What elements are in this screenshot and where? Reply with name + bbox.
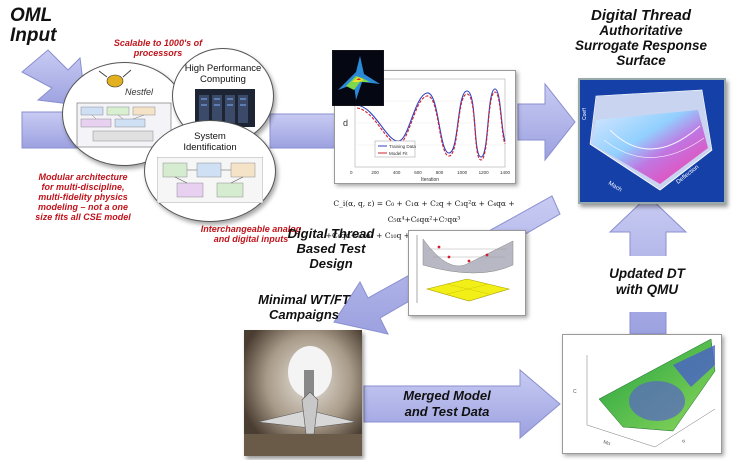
graph-xtick: 1000 <box>457 170 468 175</box>
merged-surface-plot: C Mα α <box>562 334 722 454</box>
wind-tunnel-photo <box>244 330 362 456</box>
merged-surface-svg: C Mα α <box>573 338 716 447</box>
wind-tunnel-svg <box>244 330 362 456</box>
graph-xlabel: Iteration <box>421 177 439 183</box>
architecture-diagram: Nestfel <box>76 69 172 148</box>
legend-training: Training Data <box>389 144 416 149</box>
merged-data-label: Merged Model and Test Data <box>403 388 491 419</box>
svg-text:α: α <box>681 438 687 445</box>
graph-xtick: 1400 <box>500 170 511 175</box>
nestfel-logo-text: Nestfel <box>125 87 154 97</box>
training-graph: d 0 200 400 600 800 1000 1200 1400 Iteration Tr… <box>334 70 516 184</box>
sysid-diagram <box>157 157 263 203</box>
minimal-campaigns-label: Minimal WT/FT Campaigns <box>258 292 350 322</box>
svg-text:C: C <box>573 389 577 395</box>
oml-input-label: OML Input <box>10 5 57 46</box>
graph-xticks: 0 200 400 600 800 1000 1200 1400 <box>350 170 511 175</box>
surface-ylabel: Mach <box>607 181 623 194</box>
response-surface-svg: Mach Deflection Coeff <box>582 89 713 194</box>
graph-ylabel: d <box>343 118 348 128</box>
graph-xtick: 200 <box>371 170 379 175</box>
merged-data-arrow <box>363 368 561 440</box>
model-fit-line <box>356 91 506 161</box>
hpc-label: High Performance Computing <box>184 63 262 85</box>
surrogate-surface-plot: Mach Deflection Coeff <box>578 78 726 204</box>
aircraft-pressure-image <box>332 50 384 106</box>
graph-xtick: 800 <box>436 170 444 175</box>
test-design-svg <box>416 235 514 303</box>
updated-dt-label: Updated DT with QMU <box>609 266 685 297</box>
svg-text:Mα: Mα <box>602 439 611 447</box>
digital-thread-title: Digital Thread Authoritative Surrogate R… <box>574 7 708 68</box>
updated-dt-box: Updated DT with QMU <box>588 256 706 312</box>
test-design-label: Digital Thread Based Test Design <box>287 226 375 271</box>
legend-model: Model Fit <box>389 151 408 156</box>
graph-xtick: 600 <box>414 170 422 175</box>
graph-xtick: 1200 <box>479 170 490 175</box>
training-curve-plot: d 0 200 400 600 800 1000 1200 1400 Iteration Tr… <box>343 78 511 183</box>
modular-note: Modular architecture for multi-disciplin… <box>35 172 131 222</box>
graph-xtick: 0 <box>350 170 353 175</box>
middle-band-arrow <box>269 113 341 149</box>
sysid-label: System Identification <box>183 131 237 153</box>
test-design-plot <box>408 230 526 316</box>
surface-zlabel: Coeff <box>582 108 588 120</box>
graph-xtick: 400 <box>393 170 401 175</box>
interchangeable-note: Interchangeable analog and digital input… <box>200 224 302 244</box>
graph-to-surface-arrow <box>517 82 576 162</box>
sysid-circle: System Identification <box>144 120 276 222</box>
scalable-note: Scalable to 1000's of processors <box>113 38 203 58</box>
